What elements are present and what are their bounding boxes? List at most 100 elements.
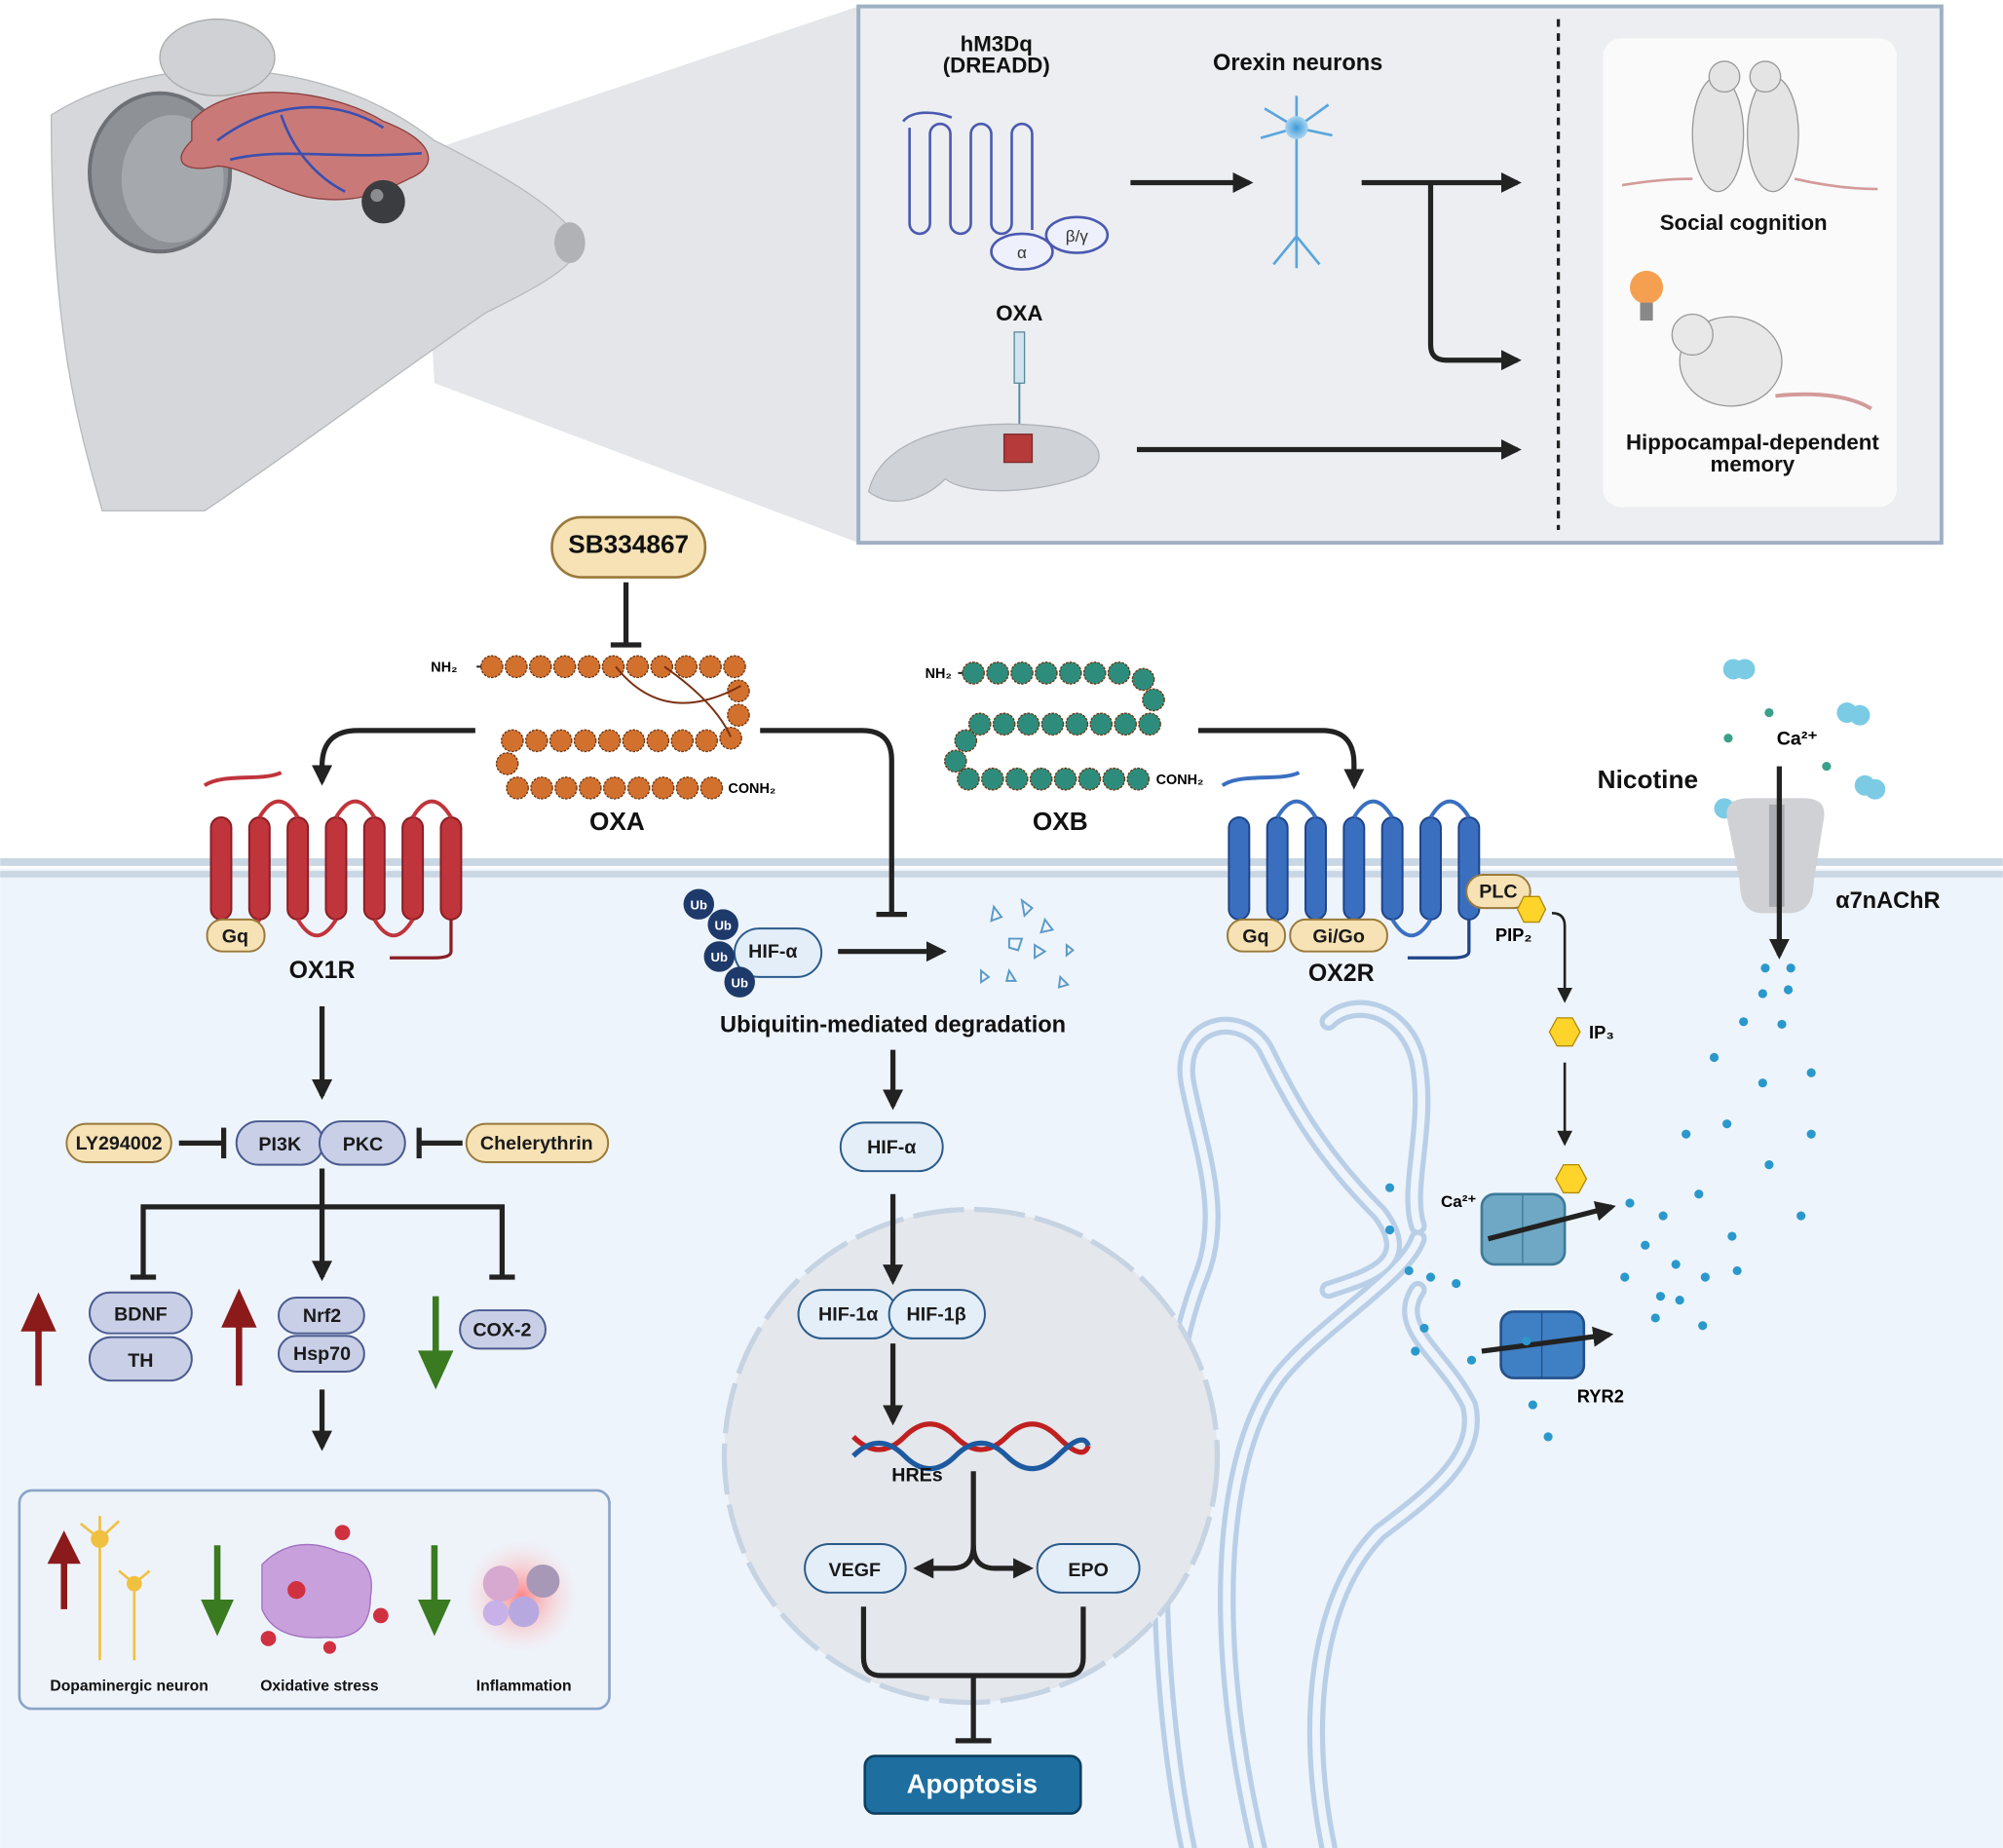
amino-acid-residue	[1010, 661, 1034, 685]
upregulation-arrow-icon	[20, 1292, 57, 1386]
transmembrane-helix	[247, 816, 271, 921]
calcium-ion	[1764, 1160, 1774, 1170]
calcium-ion	[1709, 1052, 1720, 1063]
ox2r-gq-label: Gq	[1242, 926, 1268, 948]
transmembrane-helix	[439, 816, 463, 921]
amino-acid-residue	[528, 655, 552, 679]
svg-text:Ub: Ub	[711, 950, 728, 964]
a7nachr-label: α7nAChR	[1835, 887, 1940, 913]
hif-alpha-label: HIF-α	[867, 1137, 916, 1158]
amino-acid-residue	[525, 729, 548, 753]
calcium-ion	[1757, 989, 1767, 999]
amino-acid-residue	[506, 776, 529, 800]
calcium-ion	[1760, 963, 1770, 973]
ubiquitin-icons: Ub Ub Ub Ub	[683, 888, 755, 998]
calcium-ion	[1411, 1346, 1420, 1356]
mouse-head-illustration	[50, 19, 586, 512]
ly294002-inhibitor: LY294002	[65, 1122, 227, 1163]
upregulation-arrow-icon	[221, 1288, 257, 1386]
oxa-c-terminus: CONH₂	[728, 781, 775, 797]
dna-helix-icon	[851, 1421, 1091, 1472]
transmembrane-helix	[1419, 816, 1442, 921]
amino-acid-residue	[1114, 712, 1137, 736]
transmembrane-helix	[1380, 816, 1404, 921]
calcium-ion	[1722, 1119, 1732, 1129]
chelerythrin-label: Chelerythrin	[480, 1133, 593, 1154]
amino-acid-residue	[719, 726, 742, 750]
calcium-ion	[1822, 762, 1832, 772]
svg-text:Ub: Ub	[691, 897, 707, 912]
amino-acid-residue	[1029, 767, 1053, 791]
calcium-ion	[1777, 1019, 1787, 1030]
pip2-label: PIP₂	[1495, 924, 1532, 945]
plc-label: PLC	[1479, 882, 1517, 903]
transmembrane-helix	[209, 816, 233, 921]
ox2r-gi-go-label: Gi/Go	[1312, 926, 1365, 948]
oxb-label: OXB	[1033, 807, 1088, 836]
calcium-ion	[1522, 1336, 1531, 1346]
amino-acid-residue	[602, 776, 626, 800]
beta-gamma-label: β/γ	[1066, 227, 1089, 245]
ip3-receptor-channel	[1480, 1192, 1616, 1266]
calcium-ion	[1786, 963, 1795, 973]
plc-ip3-arrow	[1551, 912, 1573, 1003]
amino-acid-residue	[1126, 767, 1151, 791]
amino-acid-residue	[1035, 661, 1058, 685]
dopaminergic-up-arrow-icon	[47, 1530, 81, 1609]
er-calcium-label: Ca²⁺	[1441, 1192, 1476, 1211]
pi3k-branch-lines	[130, 1168, 515, 1282]
nicotine-label: Nicotine	[1598, 765, 1698, 794]
ip3-label: IP₃	[1589, 1022, 1614, 1042]
calcium-ion	[1698, 1321, 1708, 1331]
calcium-ion	[1384, 1183, 1395, 1192]
vegf: VEGF	[804, 1543, 907, 1594]
hif-alpha-stable: HIF-α	[839, 1121, 944, 1173]
memory-label-2: memory	[1711, 452, 1795, 476]
pi3k-pkc: PI3K PKC	[235, 1120, 406, 1166]
ubiquitinated-hif-alpha: HIF-α Ub Ub Ub Ub	[683, 888, 823, 998]
amino-acid-residue	[986, 661, 1009, 685]
amino-acid-residue	[695, 729, 718, 753]
epo: EPO	[1036, 1543, 1141, 1594]
calcium-ion	[1732, 1265, 1742, 1276]
amino-acid-residue	[1040, 712, 1065, 736]
calcium-ion	[1739, 1017, 1749, 1027]
dreadd-label: hM3Dq	[961, 31, 1033, 56]
oxa-peptide	[476, 655, 750, 800]
bdnf-label: BDNF	[114, 1304, 168, 1326]
transmembrane-helix	[1304, 816, 1327, 921]
amino-acid-residue	[1016, 712, 1040, 736]
apoptosis-inhibition-lines	[860, 1606, 1086, 1744]
alpha-subunit-label: α	[1017, 244, 1027, 262]
calcium-ion	[1658, 1211, 1668, 1221]
epo-label: EPO	[1068, 1560, 1109, 1581]
oxa-injection-label: OXA	[996, 301, 1042, 325]
amino-acid-residue	[573, 729, 597, 753]
a7nachr-channel	[1726, 798, 1825, 914]
svg-text:Ub: Ub	[714, 918, 731, 932]
social-rats-illustration	[1621, 60, 1878, 193]
amino-acid-residue	[727, 703, 750, 727]
oxidative-stress-cell-icon	[260, 1525, 389, 1654]
amino-acid-residue	[981, 767, 1004, 791]
dreadd-label-2: (DREADD)	[943, 54, 1050, 78]
ip3-bound-hexagon-icon	[1555, 1163, 1588, 1194]
amino-acid-residue	[577, 655, 601, 679]
amino-acid-residue	[699, 776, 724, 800]
outcome-inflammation-label: Inflammation	[476, 1678, 572, 1695]
amino-acid-residue	[967, 712, 992, 736]
hif1-dimer: HIF-1α HIF-1β	[797, 1289, 986, 1339]
amino-acid-residue	[723, 655, 746, 679]
outcome-dopaminergic-label: Dopaminergic neuron	[50, 1678, 208, 1695]
calcium-ion	[1543, 1432, 1553, 1442]
bdnf-th: BDNF TH	[88, 1291, 193, 1382]
pip2-hexagon-icon	[1516, 895, 1547, 924]
inflammation-cells-icon	[464, 1538, 580, 1654]
nrf2-hsp70: Nrf2 Hsp70	[277, 1296, 365, 1373]
plc-pip2: PLC PIP₂	[1465, 874, 1547, 945]
calcium-ion	[1419, 1323, 1429, 1334]
oxb-c-terminus: CONH₂	[1156, 773, 1204, 788]
amino-acid-residue	[505, 655, 528, 679]
sb334867-antagonist: SB334867	[550, 515, 707, 648]
ly294002-label: LY294002	[76, 1133, 163, 1154]
